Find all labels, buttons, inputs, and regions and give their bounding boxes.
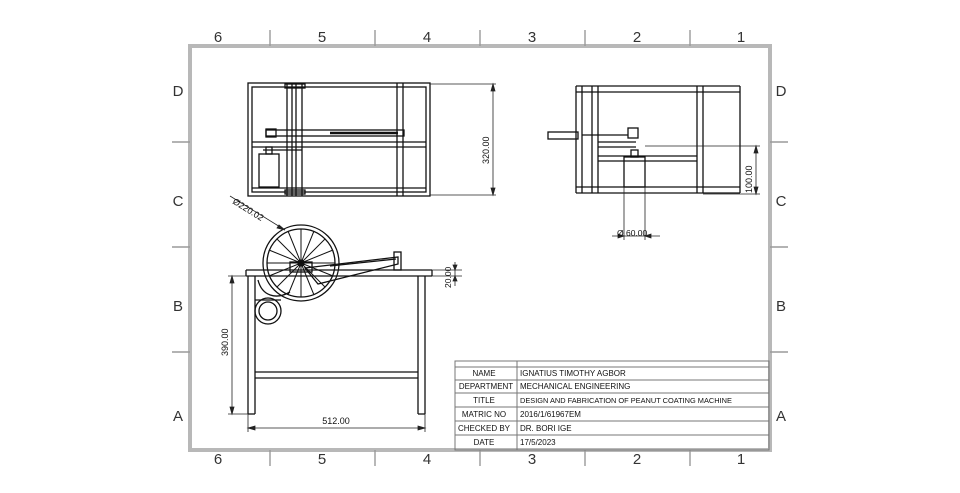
row-label: B (776, 298, 786, 315)
column-labels-bottom: 6 5 4 3 2 1 (214, 451, 745, 468)
title-block-label: CHECKED BY (458, 424, 511, 433)
title-block-label: MATRIC NO (462, 410, 506, 419)
dimension-320 (430, 82, 496, 197)
title-block (454, 360, 770, 451)
title-block-labels: NAME DEPARTMENT TITLE MATRIC NO CHECKED … (458, 369, 513, 447)
col-label: 5 (318, 451, 326, 468)
title-block-label: DATE (474, 438, 495, 447)
row-labels-left: D C B A (173, 83, 184, 425)
title-block-value: MECHANICAL ENGINEERING (520, 382, 630, 391)
dimension-20 (432, 262, 462, 286)
col-label: 2 (633, 451, 641, 468)
col-label: 1 (737, 451, 745, 468)
column-labels-top: 6 5 4 3 2 1 (214, 29, 745, 46)
dimension-60 (612, 187, 660, 240)
zone-ticks (172, 30, 788, 466)
dimension-label-offset-small: 20.00 (443, 266, 453, 288)
dimension-label-height-front: 390.00 (220, 328, 230, 356)
col-label: 2 (633, 29, 641, 46)
col-label: 5 (318, 29, 326, 46)
side-view (547, 85, 741, 194)
dimension-label-diameter-wheel: Ø220.02 (231, 196, 266, 223)
front-view (245, 224, 433, 415)
title-block-value: IGNATIUS TIMOTHY AGBOR (520, 369, 626, 378)
row-label: C (776, 193, 787, 210)
row-label: B (173, 298, 183, 315)
title-block-value: DESIGN AND FABRICATION OF PEANUT COATING… (520, 396, 732, 405)
row-label: A (173, 408, 183, 425)
col-label: 4 (423, 29, 431, 46)
title-block-label: NAME (472, 369, 495, 378)
dimension-512 (246, 414, 427, 432)
title-block-label: DEPARTMENT (459, 382, 513, 391)
row-label: C (173, 193, 184, 210)
title-block-value: 17/5/2023 (520, 438, 556, 447)
col-label: 1 (737, 29, 745, 46)
title-block-label: TITLE (473, 396, 495, 405)
top-view (247, 82, 431, 197)
col-label: 3 (528, 29, 536, 46)
row-label: D (173, 83, 184, 100)
col-label: 4 (423, 451, 431, 468)
dimension-label-height-side: 100.00 (744, 165, 754, 193)
dimension-label-height-top: 320.00 (481, 136, 491, 164)
title-block-value: 2016/1/61967EM (520, 410, 581, 419)
row-label: D (776, 83, 787, 100)
col-label: 3 (528, 451, 536, 468)
dimension-label-diameter-small: Ø 60.00 (617, 228, 648, 238)
col-label: 6 (214, 29, 222, 46)
leader-wheel (229, 195, 286, 231)
title-block-value: DR. BORI IGE (520, 424, 572, 433)
row-labels-right: D C B A (776, 83, 787, 425)
title-block-values: IGNATIUS TIMOTHY AGBOR MECHANICAL ENGINE… (520, 369, 732, 447)
row-label: A (776, 408, 786, 425)
dimension-390 (228, 274, 248, 416)
dimension-100 (645, 144, 760, 196)
dimension-label-width-front: 512.00 (322, 416, 350, 426)
col-label: 6 (214, 451, 222, 468)
